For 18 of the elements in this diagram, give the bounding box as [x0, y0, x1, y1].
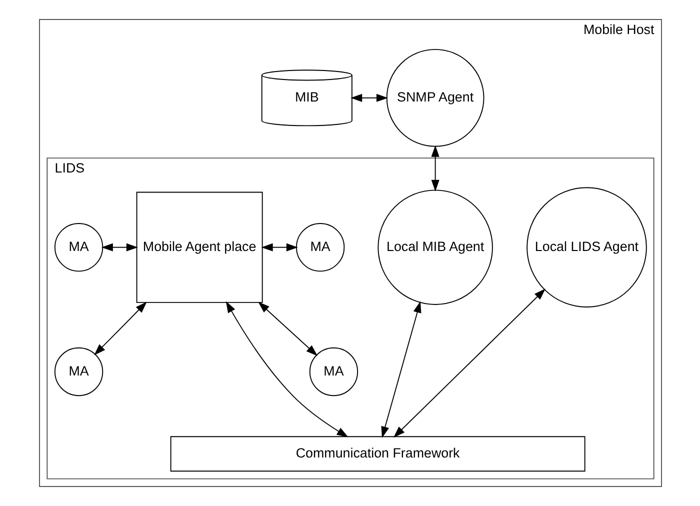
arrow: [94, 302, 146, 356]
arrow: [258, 302, 318, 356]
arrow: [100, 243, 138, 252]
node-circle: MA: [54, 347, 103, 396]
node-circle: MA: [308, 347, 358, 396]
arrow: [225, 301, 348, 438]
arrow: [380, 301, 421, 438]
node-circle: SNMP Agent: [386, 48, 484, 147]
node-circle: Local LIDS Agent: [526, 187, 646, 308]
node-circle: Local MIB Agent: [377, 190, 492, 305]
node-circle: MA: [54, 222, 103, 272]
node-box: Mobile Agent place: [136, 192, 262, 303]
arrow: [350, 94, 388, 102]
arrow: [392, 288, 545, 438]
node-circle: MA: [295, 222, 344, 272]
node-box: Communication Framework: [170, 436, 585, 472]
arrow: [430, 145, 439, 192]
arrow: [260, 243, 298, 252]
